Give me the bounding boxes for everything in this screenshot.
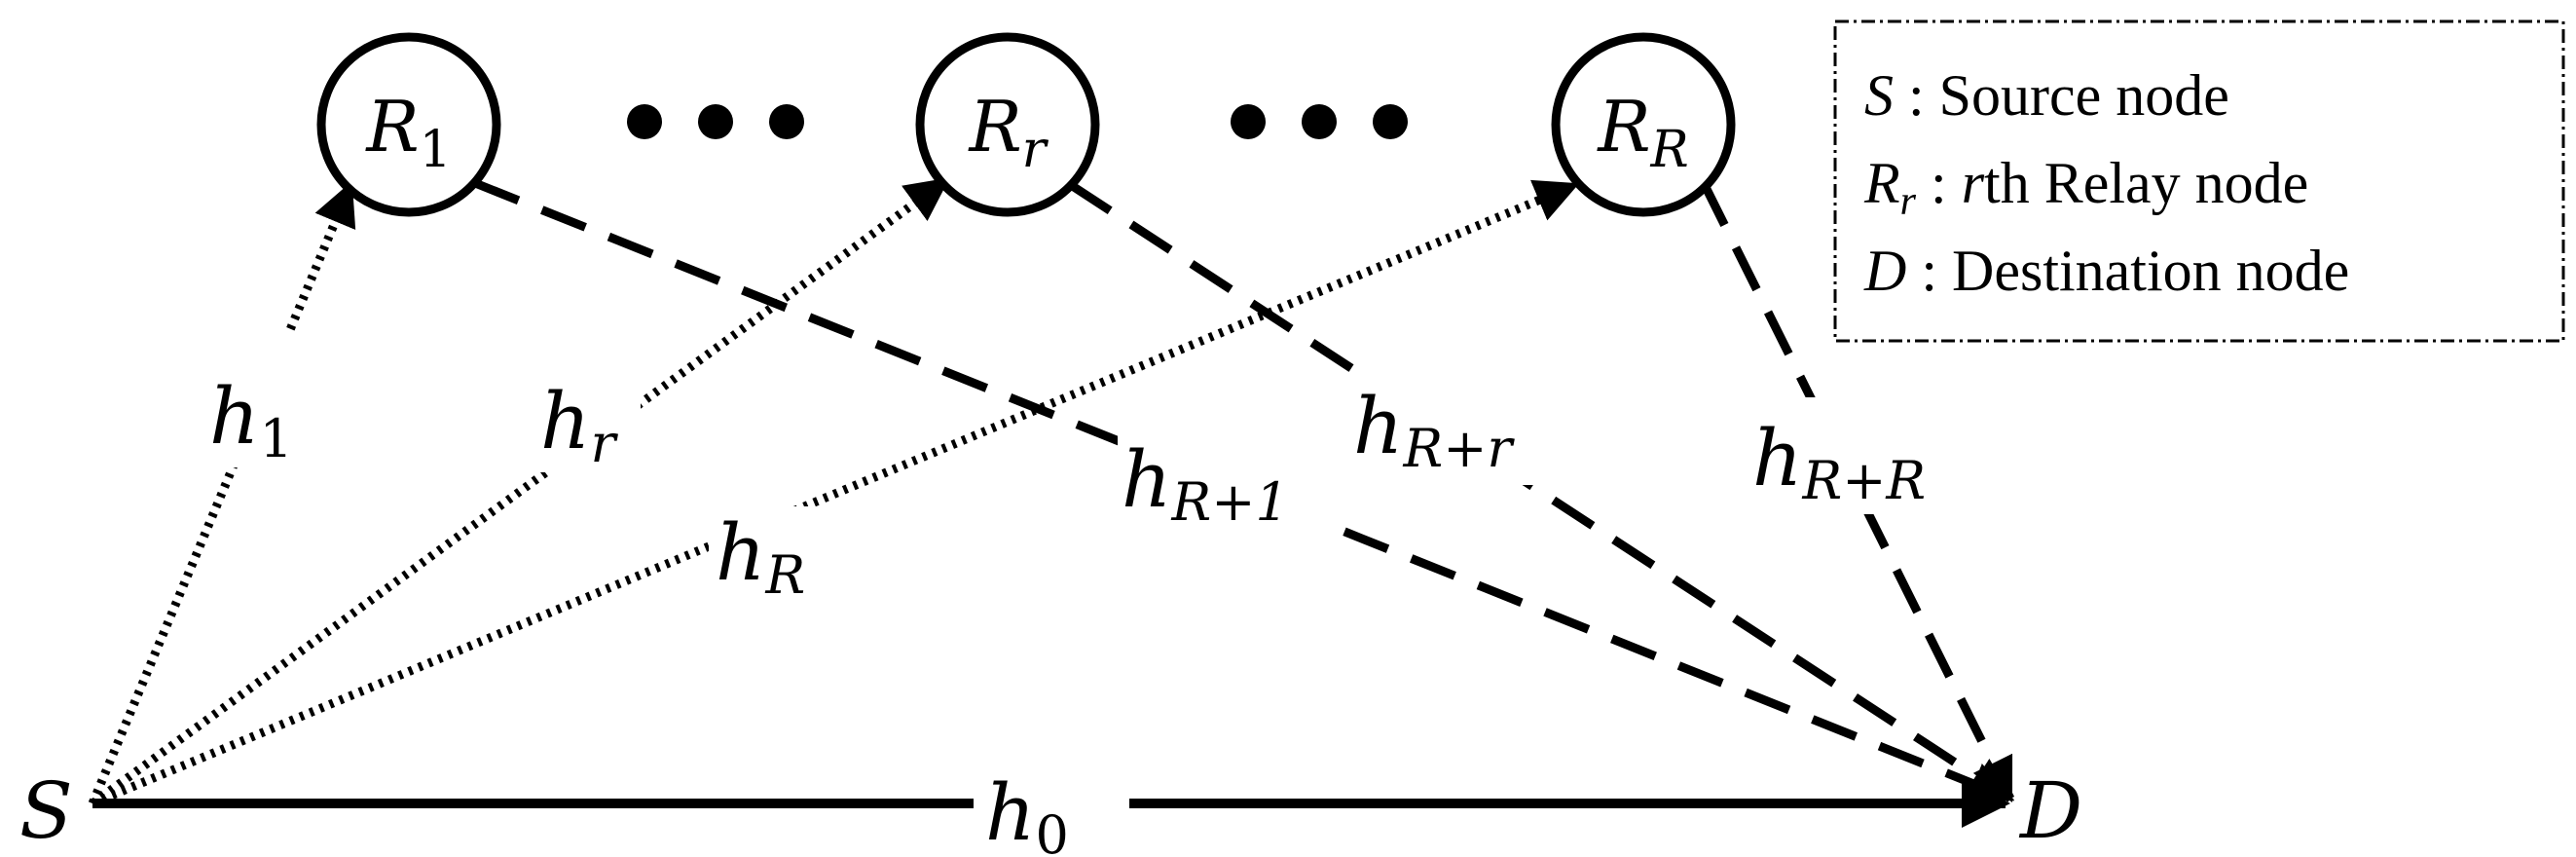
- relay-r-label: R: [967, 86, 1021, 168]
- channel-label-hR: hR: [716, 507, 805, 606]
- legend: S : Source node Rr : rth Relay node D : …: [1833, 19, 2565, 343]
- label-backgrounds: [200, 331, 1981, 857]
- relay-node-1: R1: [316, 32, 501, 217]
- relay-1-label: R: [364, 86, 419, 168]
- link-s-rR: [91, 179, 1580, 808]
- channel-label-hRr: hR+r: [1353, 381, 1515, 479]
- svg-text:Rr: Rr: [967, 86, 1049, 179]
- relay-R-label: R: [1596, 86, 1650, 168]
- channel-label-hr: hr: [540, 376, 619, 474]
- svg-text:RR: RR: [1596, 86, 1688, 179]
- legend-item-source: S : Source node: [1864, 63, 2229, 128]
- link-rR-d: [1699, 180, 2015, 803]
- channel-label-h0: h0: [985, 767, 1069, 857]
- relay-R-sub: R: [1650, 121, 1689, 179]
- link-s-r1: [88, 180, 356, 805]
- destination-node-label: D: [2018, 765, 2082, 856]
- source-node-label: S: [19, 765, 73, 856]
- relay-node-r: Rr: [915, 32, 1100, 217]
- channel-label-hRR: hR+R: [1752, 413, 1926, 511]
- relay-r-sub: r: [1022, 121, 1049, 179]
- relay-node-R: RR: [1551, 32, 1736, 217]
- ellipsis-dots-right: [1231, 104, 1408, 139]
- relay-1-sub: 1: [420, 121, 452, 179]
- link-s-rr: [90, 176, 950, 807]
- legend-item-relay: Rr : rth Relay node: [1863, 151, 2308, 224]
- source-to-relay-links: [88, 176, 1580, 808]
- legend-box: [1833, 19, 2565, 343]
- channel-label-h1: h1: [209, 371, 293, 469]
- svg-text:R1: R1: [364, 86, 451, 179]
- channel-label-hR1: hR+1: [1122, 434, 1289, 533]
- ellipsis-dots-left: [627, 104, 804, 139]
- legend-item-destination: D : Destination node: [1863, 239, 2349, 303]
- link-rr-d: [1068, 181, 2014, 802]
